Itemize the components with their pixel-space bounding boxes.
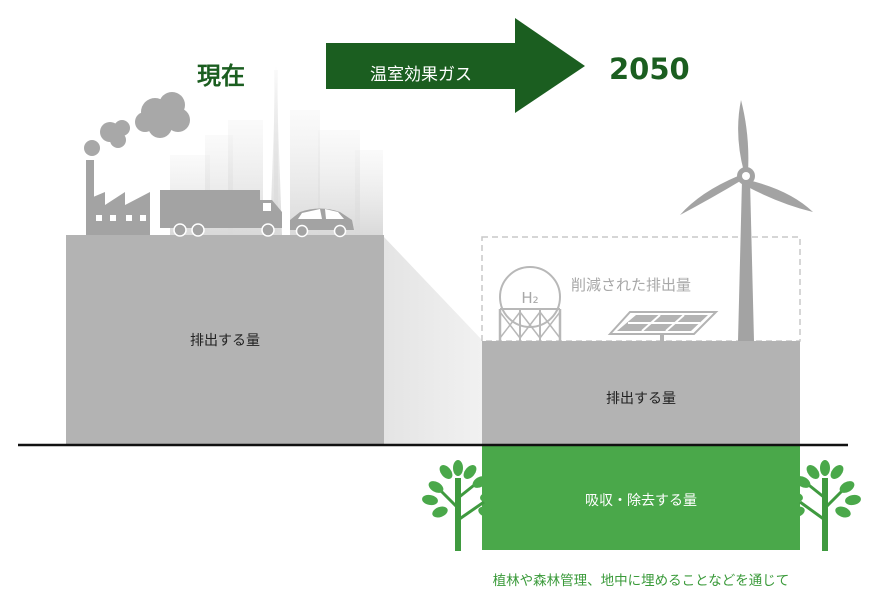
- wind-turbine-illustration: [680, 100, 813, 341]
- ghg-arrow: [326, 18, 585, 113]
- future-year-label: 2050: [609, 52, 690, 86]
- reduced-emissions-label: 削減された排出量: [571, 276, 692, 294]
- truck-illustration: [160, 190, 282, 237]
- future-emissions-label: 排出する量: [606, 391, 676, 407]
- factory-illustration: [86, 160, 150, 235]
- absorption-bar: [482, 445, 800, 550]
- hydrogen-label: H₂: [521, 289, 538, 307]
- hydrogen-tank-illustration: [498, 266, 562, 341]
- future-emissions-bar: [482, 341, 800, 445]
- car-illustration: [290, 208, 354, 238]
- smoke-illustration: [84, 92, 190, 156]
- tree-left-illustration: [422, 460, 496, 551]
- reduction-shadow: [384, 237, 482, 445]
- absorption-method-note: 植林や森林管理、地中に埋めることなどを通じて: [492, 573, 790, 589]
- current-emissions-bar: [66, 235, 384, 445]
- absorption-label: 吸収・除去する量: [585, 493, 697, 509]
- solar-panel-illustration: [607, 311, 719, 341]
- ghg-arrow-label: 温室効果ガス: [370, 65, 472, 85]
- current-emissions-label: 排出する量: [190, 333, 260, 349]
- tree-right-illustration: [787, 460, 861, 551]
- now-label: 現在: [197, 62, 245, 90]
